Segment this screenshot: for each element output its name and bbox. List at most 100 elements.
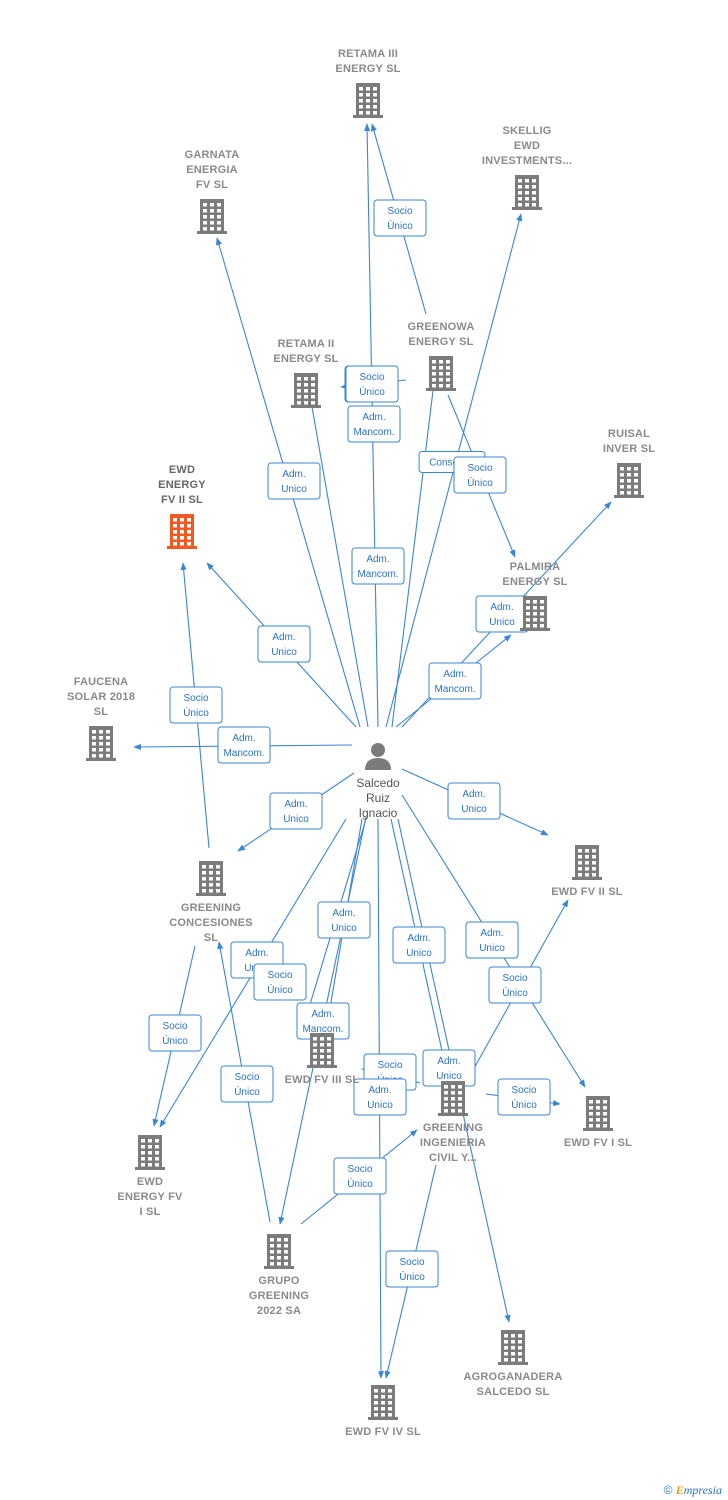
relation-label[interactable]: Adm.Mancom. bbox=[296, 1002, 350, 1040]
relation-label-text: Socio bbox=[377, 1060, 402, 1071]
node-label: RETAMA II bbox=[278, 338, 335, 350]
node-label: INVER SL bbox=[603, 443, 655, 455]
relation-label-text: Único bbox=[359, 385, 385, 398]
building-icon bbox=[264, 1234, 294, 1269]
node-label: EWD FV I SL bbox=[564, 1137, 632, 1149]
relation-label[interactable]: Adm.Unico bbox=[465, 921, 519, 959]
edge-person-to-greenowa bbox=[391, 365, 439, 728]
relation-label[interactable]: Adm.Unico bbox=[257, 625, 311, 663]
node-label: GREENOWA bbox=[408, 321, 475, 333]
node-label: GARNATA bbox=[185, 149, 240, 161]
relation-label[interactable]: Adm.Mancom. bbox=[351, 547, 405, 585]
node-ewdfviv[interactable]: EWD FV IV SL bbox=[345, 1385, 421, 1438]
building-icon bbox=[135, 1135, 165, 1170]
relation-label-text: Socio bbox=[183, 693, 208, 704]
footer-brand[interactable]: © Empresia bbox=[664, 1483, 722, 1498]
building-icon bbox=[583, 1096, 613, 1131]
relation-label-text: Adm. bbox=[366, 554, 389, 565]
node-label: PALMIRA bbox=[510, 561, 561, 573]
relation-label-text: Unico bbox=[436, 1071, 462, 1082]
copyright-symbol: © bbox=[663, 1483, 673, 1497]
relation-label-text: Único bbox=[387, 219, 413, 232]
relation-label-text: Consejero bbox=[429, 458, 475, 469]
relation-label-text: Socio bbox=[502, 973, 527, 984]
relation-label[interactable]: Adm.Unico bbox=[353, 1078, 407, 1116]
node-label: ENERGY FV bbox=[117, 1191, 183, 1203]
building-icon bbox=[167, 514, 197, 549]
relation-label-text: Adm. bbox=[437, 1056, 460, 1067]
relation-label-text: Unico bbox=[281, 484, 307, 495]
node-label: SOLAR 2018 bbox=[67, 691, 135, 703]
relation-label-text: Único bbox=[399, 1270, 425, 1283]
relation-label-text: Único bbox=[183, 706, 209, 719]
relation-label[interactable]: Adm.Mancom. bbox=[428, 662, 482, 700]
relation-label[interactable]: Adm.Unico bbox=[447, 782, 501, 820]
relation-label[interactable]: Adm. Unico bbox=[422, 1049, 476, 1087]
building-icon bbox=[291, 373, 321, 408]
relation-label[interactable]: Adm.Unico bbox=[475, 595, 529, 633]
relation-label-text: Socio bbox=[162, 1021, 187, 1032]
empresia-logo: Empresia bbox=[675, 1483, 722, 1497]
node-skellig[interactable]: SKELLIGEWDINVESTMENTS... bbox=[482, 125, 572, 210]
node-label: EWD FV III SL bbox=[285, 1074, 360, 1086]
person-label: Ignacio bbox=[359, 806, 398, 820]
node-label: ENERGY SL bbox=[273, 353, 338, 365]
relation-label[interactable]: Adm.Mancom. bbox=[347, 405, 401, 443]
node-label: I SL bbox=[140, 1206, 161, 1218]
relation-label-text: Socio bbox=[467, 463, 492, 474]
node-ewdfviii[interactable]: EWD FV III SL bbox=[285, 1033, 360, 1086]
node-greenowa[interactable]: GREENOWA ENERGY SL bbox=[408, 321, 475, 391]
relation-label[interactable]: Adm.Unico bbox=[269, 792, 323, 830]
relation-label-text: Unico bbox=[489, 617, 515, 628]
relation-label-text: Socio bbox=[234, 1072, 259, 1083]
relation-label-text: Mancom. bbox=[434, 684, 475, 695]
node-label: FV SL bbox=[196, 179, 228, 191]
relation-label[interactable]: Adm.Unico bbox=[317, 901, 371, 939]
relation-label-text: Socio bbox=[399, 1257, 424, 1268]
node-ewdfvi[interactable]: EWD FV I SL bbox=[564, 1096, 632, 1149]
relation-label-text: Unico bbox=[461, 804, 487, 815]
relation-label-text: Unico bbox=[479, 943, 505, 954]
relation-label-text: Único bbox=[467, 476, 493, 489]
node-label: EWD bbox=[169, 464, 195, 476]
building-icon bbox=[196, 861, 226, 896]
node-label: ENERGY bbox=[158, 479, 206, 491]
node-label: ENERGY SL bbox=[408, 336, 473, 348]
building-icon bbox=[512, 175, 542, 210]
node-retama2[interactable]: RETAMA II ENERGY SL bbox=[273, 338, 338, 408]
node-label: GRUPO bbox=[258, 1275, 300, 1287]
relation-label[interactable]: Adm.Mancom. bbox=[217, 726, 271, 764]
node-ewdfvii[interactable]: EWD FV II SL bbox=[551, 845, 623, 898]
relation-label[interactable]: Adm.Unico bbox=[267, 462, 321, 500]
relation-label-text: Mancom. bbox=[353, 427, 394, 438]
node-label: EWD FV II SL bbox=[551, 886, 623, 898]
relation-label-text: Adm. bbox=[232, 733, 255, 744]
building-icon bbox=[197, 199, 227, 234]
node-label: SKELLIG bbox=[502, 125, 551, 137]
relation-label[interactable]: Adm.Unico bbox=[392, 926, 446, 964]
relation-label-text: Único bbox=[347, 1177, 373, 1190]
